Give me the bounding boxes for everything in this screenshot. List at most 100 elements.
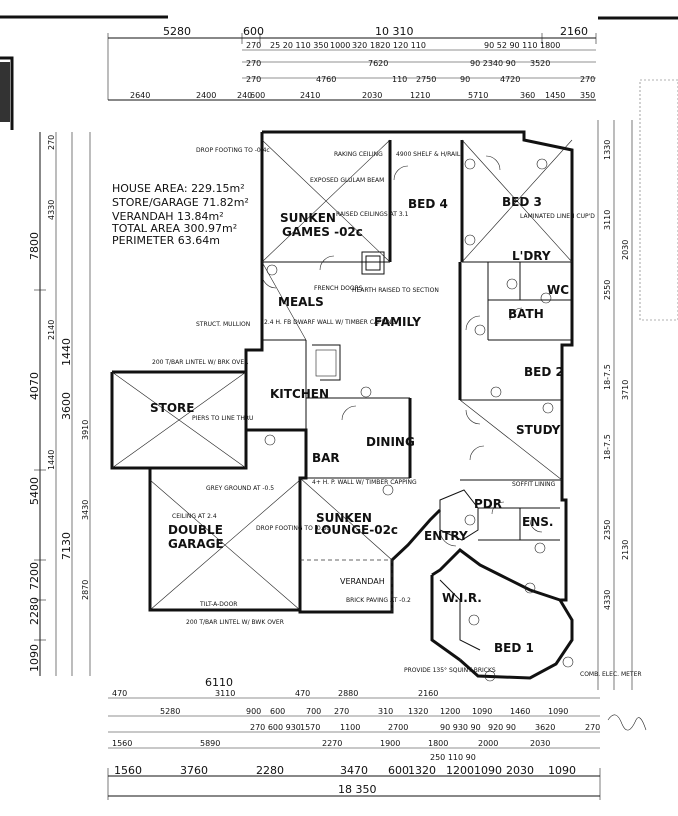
dim-bot-r2-8: 1090 <box>472 707 492 716</box>
svg-text:4330: 4330 <box>603 590 612 610</box>
dim-bot-r4-4: 1800 <box>428 739 448 748</box>
svg-text:3110: 3110 <box>603 210 612 230</box>
room-store-label: STORE <box>150 401 194 415</box>
room-entry-label: ENTRY <box>424 529 468 543</box>
dim-bot-r5-2: 2280 <box>256 764 284 777</box>
dim-bot-r4-1: 5890 <box>200 739 220 748</box>
dim-bot-r2-3: 700 <box>306 707 321 716</box>
stat-perimeter: PERIMETER 63.64m <box>112 234 220 247</box>
dim-bot-r2-7: 1200 <box>440 707 460 716</box>
dim-bot-r1-1: 6110 <box>205 676 233 689</box>
svg-text:2030: 2030 <box>621 240 630 260</box>
dim-bot-r4-3: 1900 <box>380 739 400 748</box>
binder-shadow <box>0 62 10 122</box>
dim-bot-r5-6: 1200 <box>446 764 474 777</box>
right-dimensions: 1330 3110 2550 18-7.5 18-7.5 2350 4330 2… <box>597 79 678 690</box>
dim-top-r3-1: 4760 <box>316 75 336 84</box>
binder-edge-mark <box>0 56 14 130</box>
dim-top-r4-6: 1210 <box>410 91 430 100</box>
note-soffit: SOFFIT LINING <box>512 481 556 488</box>
dim-top-r4-1: 2400 <box>196 91 216 100</box>
room-verandah-label: VERANDAH <box>340 577 385 586</box>
room-bed3-label: BED 3 <box>502 195 542 209</box>
svg-text:4330: 4330 <box>47 200 56 220</box>
stat-store-garage: STORE/GARAGE 71.82m² <box>112 196 249 209</box>
dim-bot-r2-4: 270 <box>334 707 349 716</box>
dim-top-r4-9: 1450 <box>545 91 565 100</box>
note-piers: PIERS TO LINE THRU <box>192 415 253 422</box>
dim-bot-r2-0: 5280 <box>160 707 180 716</box>
svg-text:270: 270 <box>246 41 261 50</box>
interior-walls <box>246 140 572 651</box>
svg-text:3910: 3910 <box>81 420 90 440</box>
svg-text:1330: 1330 <box>603 140 612 160</box>
dim-bot-r5-9: 1090 <box>548 764 576 777</box>
dim-left-4: 5400 <box>28 477 41 505</box>
stat-total-area: TOTAL AREA 300.97m² <box>111 222 237 235</box>
dim-bot-r2-9: 1460 <box>510 707 530 716</box>
handwritten-scribble <box>607 714 647 731</box>
roof-lines <box>111 139 573 611</box>
dim-bot-r2-6: 1320 <box>408 707 428 716</box>
note-drop-footing-2: DROP FOOTING TO -0.6c <box>256 525 330 532</box>
dim-top-r4-4: 2410 <box>300 91 320 100</box>
svg-text:270: 270 <box>585 723 600 732</box>
dim-top-r3-4: 90 <box>460 75 470 84</box>
room-wc-label: WC <box>547 283 569 297</box>
note-grey-ground: GREY GROUND AT -0.5 <box>206 485 274 492</box>
dim-bot-r2-5: 310 <box>378 707 393 716</box>
dim-bot-r5-4: 600 <box>388 764 409 777</box>
svg-text:270: 270 <box>246 59 261 68</box>
svg-text:1570: 1570 <box>300 723 320 732</box>
svg-text:1440: 1440 <box>47 450 56 470</box>
room-games-label-2: GAMES -02c <box>282 225 363 239</box>
dim-top-r4-0: 2640 <box>130 91 150 100</box>
svg-text:3430: 3430 <box>81 500 90 520</box>
dim-bot-r4-6: 2030 <box>530 739 550 748</box>
dim-left-2: 1440 <box>60 338 73 366</box>
dim-top-r4-3: 600 <box>250 91 265 100</box>
dim-bot-total: 18 350 <box>338 783 377 796</box>
svg-text:250 110 90: 250 110 90 <box>430 753 476 762</box>
dim-top-r4-2: 240 <box>237 91 252 100</box>
note-hearth: HEARTH RAISED TO SECTION <box>352 287 439 294</box>
stat-house-area: HOUSE AREA: 229.15m² <box>112 182 245 195</box>
room-garage-label-2: GARAGE <box>168 537 224 551</box>
note-ceiling-height: CEILING AT 2.4 <box>172 513 217 520</box>
svg-text:2130: 2130 <box>621 540 630 560</box>
note-glulam-beam: EXPOSED GLULAM BEAM <box>310 177 384 184</box>
note-french-doors: FRENCH DOORS <box>314 285 363 292</box>
svg-text:1000: 1000 <box>330 41 350 50</box>
room-bed2-label: BED 2 <box>524 365 564 379</box>
room-study-label: STUDY <box>516 423 561 437</box>
dim-bot-r5-7: 1090 <box>474 764 502 777</box>
room-kitchen-label: KITCHEN <box>270 387 329 401</box>
room-laundry-label: L'DRY <box>512 249 551 263</box>
dim-top-r4-10: 350 <box>580 91 595 100</box>
dim-bot-r1-0: 470 <box>112 689 127 698</box>
room-lounge-label: SUNKEN <box>316 511 372 525</box>
dim-left-6: 7200 <box>28 562 41 590</box>
note-garage-lintel: 200 T/BAR LINTEL W/ BWK OVER <box>186 619 284 626</box>
dim-top-r3-3: 2750 <box>416 75 436 84</box>
svg-text:90 930 90: 90 930 90 <box>440 723 481 732</box>
room-meals-label: MEALS <box>278 295 324 309</box>
svg-text:3620: 3620 <box>535 723 555 732</box>
dim-bot-r1-3: 470 <box>295 689 310 698</box>
dim-bot-r4-0: 1560 <box>112 739 132 748</box>
svg-text:3710: 3710 <box>621 380 630 400</box>
dim-left-1: 4070 <box>28 372 41 400</box>
dim-left-5: 7130 <box>60 532 73 560</box>
note-raised-ceilings: RAISED CEILINGS AT 3.1 <box>336 211 409 218</box>
dim-bot-r5-1: 3760 <box>180 764 208 777</box>
svg-text:18-7.5: 18-7.5 <box>603 364 612 390</box>
note-dwarf-wall: 2.4 H. FB DWARF WALL W/ TIMBER CAPPING <box>264 319 397 326</box>
note-brick-paving: BRICK PAVING AT -0.2 <box>346 597 411 604</box>
dim-top-c: 10 310 <box>375 25 414 38</box>
door-swings <box>261 155 543 547</box>
dim-bot-r4-5: 2000 <box>478 739 498 748</box>
dim-top-b: 600 <box>243 25 264 38</box>
dim-top-r4-7: 5710 <box>468 91 488 100</box>
